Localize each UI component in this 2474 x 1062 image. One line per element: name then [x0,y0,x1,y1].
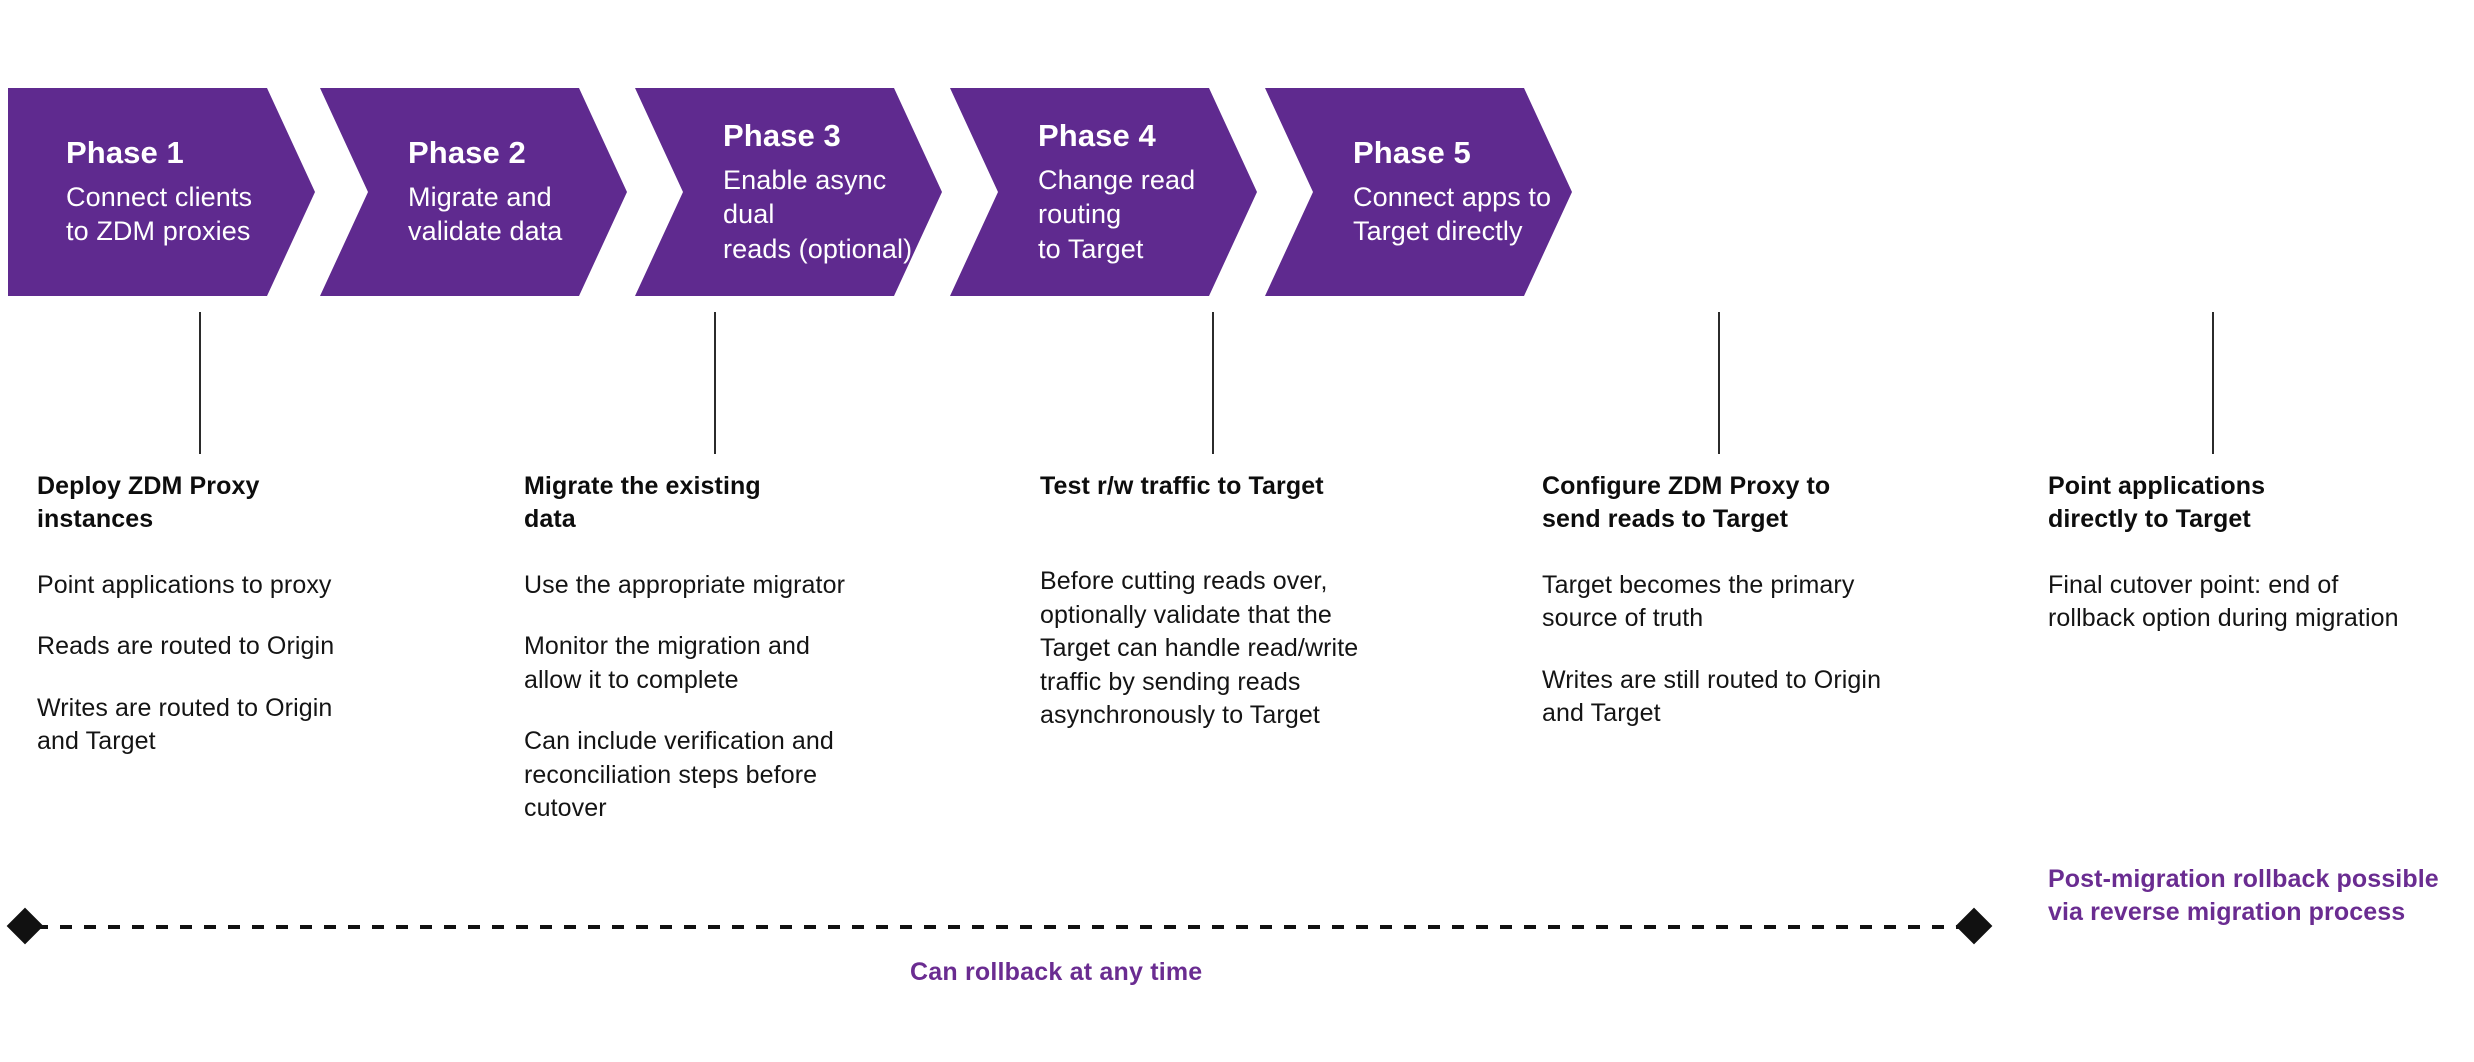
phase-chevron-5-content: Phase 5 Connect apps to Target directly [1353,88,1562,296]
phase-1-para-3: Writes are routed to Origin and Target [37,693,333,756]
phase-connector-1 [199,312,201,454]
phase-1-subtitle: Connect clients to ZDM proxies [66,180,305,249]
phase-4-subtitle-line-2: to Target [1038,233,1144,264]
phase-connector-2 [714,312,716,454]
phase-connector-5 [2212,312,2214,454]
phase-5-heading: Point applications directly to Target [2048,470,2418,537]
phase-2-heading: Migrate the existing data [524,470,864,537]
phase-4-para-1: Target becomes the primary source of tru… [1542,570,1855,633]
phase-connector-3 [1212,312,1214,454]
phase-column-3: Test r/w traffic to Target Before cuttin… [1040,470,1390,733]
phase-2-heading-line-1: Migrate the existing [524,472,761,500]
phase-1-para-1: Point applications to proxy [37,570,332,599]
phase-chevron-4[interactable]: Phase 4 Change read routing to Target [950,88,1257,296]
phase-5-subtitle-line-1: Connect apps to [1353,181,1552,212]
phase-4-title: Phase 4 [1038,117,1156,153]
phase-3-heading: Test r/w traffic to Target [1040,470,1390,503]
phase-5-heading-line-1: Point applications [2048,472,2266,500]
phase-1-heading-line-2: instances [37,505,154,534]
phase-2-heading-line-2: data [524,505,576,534]
phase-3-subtitle-line-1: Enable async dual [723,164,887,230]
phase-5-subtitle: Connect apps to Target directly [1353,180,1562,249]
dashed-rail-icon [36,925,1974,929]
phase-2-para-2: Monitor the migration and allow it to co… [524,632,810,694]
phase-5-subtitle-line-2: Target directly [1353,216,1523,247]
phase-chevron-2[interactable]: Phase 2 Migrate and validate data [320,88,627,296]
diamond-marker-icon-right [1955,907,1993,945]
phase-chevron-1[interactable]: Phase 1 Connect clients to ZDM proxies [8,88,315,296]
phase-5-para-1: Final cutover point: end of rollback opt… [2048,570,2399,633]
phase-3-subtitle: Enable async dual reads (optional) [723,163,932,267]
phase-5-title: Phase 5 [1353,135,1471,171]
phase-chevron-2-content: Phase 2 Migrate and validate data [408,88,617,296]
phase-column-1: Deploy ZDM Proxy instances Point applica… [37,470,337,759]
phase-column-2: Migrate the existing data Use the approp… [524,470,864,826]
phase-4-subtitle: Change read routing to Target [1038,163,1247,267]
phase-5-heading-line-2: directly to Target [2048,505,2251,534]
phase-connector-4 [1718,312,1720,454]
phase-1-heading-line-1: Deploy ZDM Proxy [37,472,260,500]
phase-column-4: Configure ZDM Proxy to send reads to Tar… [1542,470,1892,731]
phase-2-title: Phase 2 [408,135,526,171]
phase-column-5: Point applications directly to Target Fi… [2048,470,2418,636]
phase-4-heading-line-1: Configure ZDM Proxy to [1542,472,1831,500]
phase-3-title: Phase 3 [723,117,841,153]
phase-1-subtitle-line-1: Connect clients [66,181,253,212]
phase-chevron-4-content: Phase 4 Change read routing to Target [1038,88,1247,296]
phase-1-title: Phase 1 [66,135,184,171]
phase-4-heading: Configure ZDM Proxy to send reads to Tar… [1542,470,1892,537]
phase-chevron-3-content: Phase 3 Enable async dual reads (optiona… [723,88,932,296]
phase-2-subtitle-line-2: validate data [408,216,563,247]
phase-1-heading: Deploy ZDM Proxy instances [37,470,337,537]
rollback-label: Can rollback at any time [910,958,1203,986]
phase-2-subtitle: Migrate and validate data [408,180,617,249]
phase-2-para-3: Can include verification and reconciliat… [524,727,834,822]
phase-1-subtitle-line-2: to ZDM proxies [66,216,251,247]
phase-4-heading-line-2: send reads to Target [1542,505,1789,534]
phase-4-subtitle-line-1: Change read routing [1038,164,1196,230]
phase-3-heading-line-1: Test r/w traffic to Target [1040,472,1324,500]
phase-2-para-1: Use the appropriate migrator [524,570,846,599]
phase-chevron-5[interactable]: Phase 5 Connect apps to Target directly [1265,88,1572,296]
phase-3-subtitle-line-2: reads (optional) [723,233,913,264]
phase-2-subtitle-line-1: Migrate and [408,181,552,212]
phase-4-para-2: Writes are still routed to Origin and Ta… [1542,665,1882,728]
phase-3-para-1: Before cutting reads over, optionally va… [1040,567,1359,730]
diamond-marker-icon-left [6,907,44,945]
post-migration-rollback-note: Post-migration rollback possible via rev… [2048,865,2439,927]
phase-chevron-1-content: Phase 1 Connect clients to ZDM proxies [66,88,305,296]
phase-chevron-3[interactable]: Phase 3 Enable async dual reads (optiona… [635,88,942,296]
phase-1-para-2: Reads are routed to Origin [37,632,335,660]
